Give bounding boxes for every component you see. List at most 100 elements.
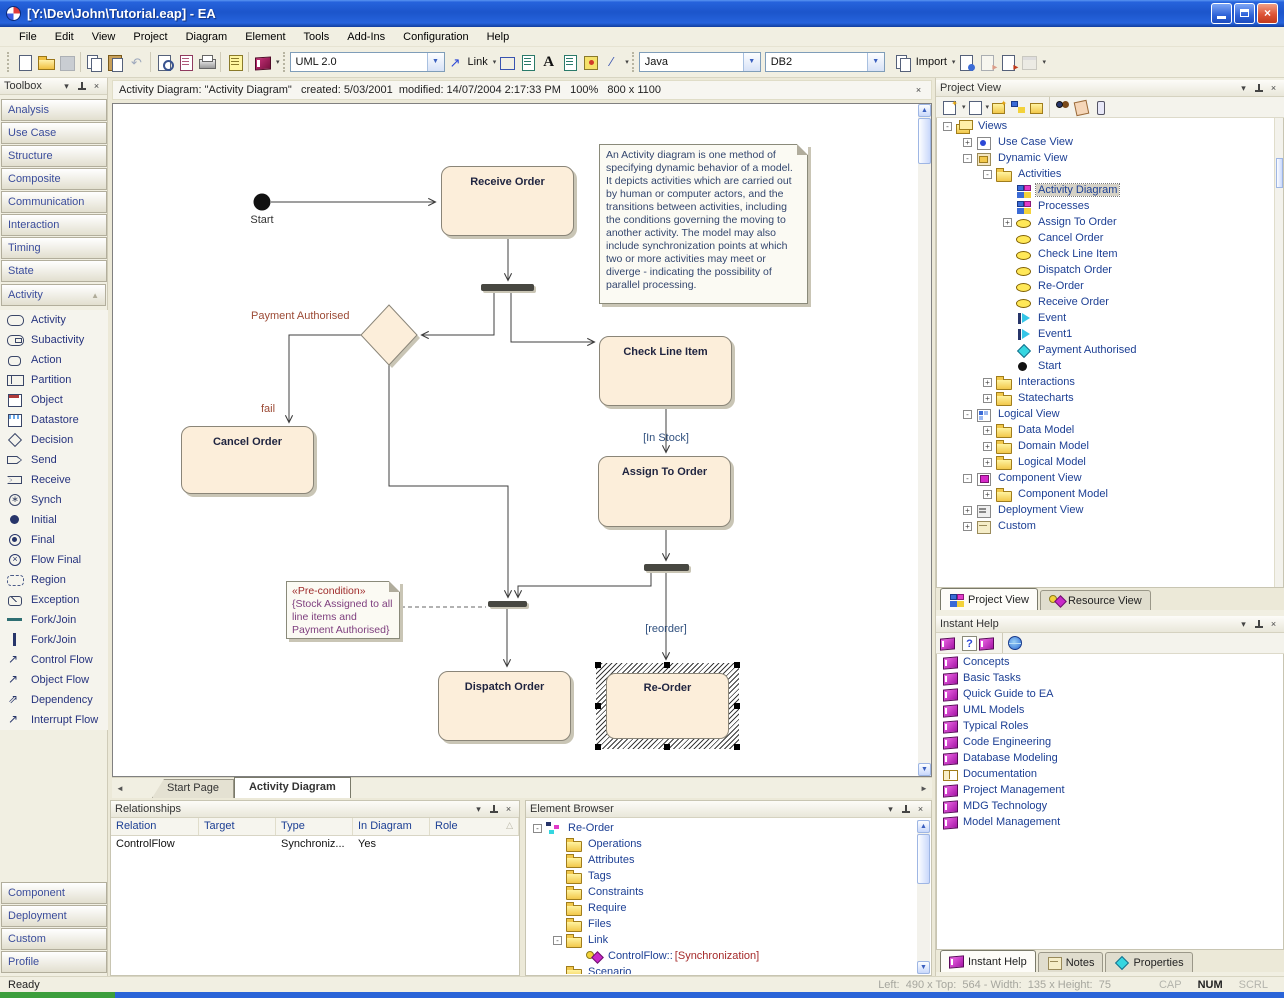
- table-row[interactable]: ControlFlow Synchroniz... Yes: [111, 836, 519, 854]
- column-header[interactable]: In Diagram: [353, 818, 430, 835]
- toolbox-item[interactable]: Fork/Join: [0, 630, 108, 650]
- activity-node-cancel-order[interactable]: Cancel Order: [181, 426, 314, 494]
- decision-node[interactable]: [361, 305, 417, 365]
- resize-handle[interactable]: [595, 744, 601, 750]
- tab-activity-diagram[interactable]: Activity Diagram: [234, 777, 351, 798]
- join-bar[interactable]: [488, 601, 527, 607]
- toolbox-item[interactable]: Send: [0, 450, 108, 470]
- project-tree-item[interactable]: Domain Model: [937, 438, 1283, 454]
- link-dropdown[interactable]: Link: [468, 56, 488, 68]
- toolbox-item[interactable]: Datastore: [0, 410, 108, 430]
- diagram-vscrollbar[interactable]: ▲ ▼: [918, 104, 931, 776]
- scroll-up-icon[interactable]: ▲: [91, 291, 99, 300]
- scrollbar-thumb[interactable]: [918, 118, 931, 164]
- reverse-engineer-icon[interactable]: [998, 54, 1017, 71]
- toolbox-close-icon[interactable]: ×: [90, 80, 103, 93]
- toolbox-item[interactable]: Exception: [0, 590, 108, 610]
- project-tree-item[interactable]: Receive Order: [937, 294, 1283, 310]
- tab-instant-help[interactable]: Instant Help: [940, 950, 1036, 972]
- project-tree-item[interactable]: Check Line Item: [937, 246, 1283, 262]
- project-tree-item[interactable]: Event: [937, 310, 1283, 326]
- element-browser-tree-item[interactable]: Link: [527, 932, 916, 948]
- toolbox-item[interactable]: Final: [0, 530, 108, 550]
- project-tree-item[interactable]: Use Case View: [937, 134, 1283, 150]
- help-topic-item[interactable]: Typical Roles: [937, 718, 1283, 734]
- help-topic-item[interactable]: Quick Guide to EA: [937, 686, 1283, 702]
- project-tree-item[interactable]: Deployment View: [937, 502, 1283, 518]
- help-topic-item[interactable]: MDG Technology: [937, 798, 1283, 814]
- toolbox-item[interactable]: Decision: [0, 430, 108, 450]
- relationships-menu-icon[interactable]: ▾: [472, 803, 485, 816]
- dropdown-caret-icon[interactable]: ▾: [986, 103, 990, 111]
- element-browser-menu-icon[interactable]: ▾: [884, 803, 897, 816]
- copy-icon[interactable]: [85, 54, 104, 71]
- menu-item[interactable]: View: [83, 29, 125, 45]
- diagram-close-icon[interactable]: ×: [912, 84, 925, 97]
- element-browser-close-icon[interactable]: ×: [914, 803, 927, 816]
- combo-dropdown-icon[interactable]: ▼: [743, 53, 760, 71]
- expand-toggle[interactable]: [553, 936, 562, 945]
- project-tree-item[interactable]: Activity Diagram: [937, 182, 1283, 198]
- menu-item[interactable]: Help: [478, 29, 519, 45]
- flow-fork-to-decision[interactable]: [422, 291, 494, 335]
- import-dropdown-caret-icon[interactable]: ▾: [952, 58, 956, 66]
- rectangle-tool-icon[interactable]: [497, 54, 516, 71]
- import-dropdown[interactable]: Import: [916, 56, 947, 68]
- expand-toggle[interactable]: [963, 506, 972, 515]
- toolbox-item[interactable]: Interrupt Flow: [0, 710, 108, 730]
- generate-code-icon[interactable]: [956, 54, 975, 71]
- scrollbar-thumb[interactable]: [917, 834, 930, 884]
- new-package-icon[interactable]: ✦: [990, 100, 1007, 115]
- batch-copy-icon[interactable]: [894, 54, 913, 71]
- help-question-icon[interactable]: ?: [962, 636, 977, 651]
- toolbox-item[interactable]: Synch: [0, 490, 108, 510]
- element-browser-tree-item[interactable]: Re-Order: [527, 820, 916, 836]
- menu-item[interactable]: Add-Ins: [338, 29, 394, 45]
- tab-project-view[interactable]: Project View: [940, 588, 1038, 610]
- new-element-icon[interactable]: [1028, 100, 1045, 115]
- element-browser-tree-item[interactable]: Constraints: [527, 884, 916, 900]
- new-file-icon[interactable]: [15, 54, 34, 71]
- toolbox-item[interactable]: Region: [0, 570, 108, 590]
- project-tree-item[interactable]: Assign To Order: [937, 214, 1283, 230]
- diagram-canvas[interactable]: Receive Order Cancel Order Check Line It…: [112, 103, 932, 777]
- copy-package-icon[interactable]: [967, 100, 982, 115]
- help-topic-item[interactable]: UML Models: [937, 702, 1283, 718]
- column-header[interactable]: Target: [199, 818, 276, 835]
- text-tool-icon[interactable]: A: [539, 54, 558, 71]
- expand-toggle[interactable]: [1003, 218, 1012, 227]
- toolbox-group-button[interactable]: State: [1, 260, 107, 282]
- activity-node-dispatch-order[interactable]: Dispatch Order: [438, 671, 571, 741]
- code-language-combo[interactable]: Java▼: [639, 52, 761, 72]
- toolbox-group-button[interactable]: Use Case: [1, 122, 107, 144]
- search-help-icon[interactable]: [979, 637, 995, 650]
- project-view-pin-icon[interactable]: [1252, 82, 1265, 95]
- fork-bar-top[interactable]: [481, 284, 534, 291]
- tab-scroll-right-icon[interactable]: ►: [916, 781, 932, 798]
- toolbox-item[interactable]: Object: [0, 390, 108, 410]
- element-browser-tree-item[interactable]: Files: [527, 916, 916, 932]
- column-header[interactable]: Relation: [111, 818, 199, 835]
- description-note[interactable]: An Activity diagram is one method of spe…: [599, 144, 808, 304]
- quicklink-arrow-icon[interactable]: ↗: [446, 54, 465, 71]
- flow-decision-to-join[interactable]: [389, 365, 508, 597]
- expand-toggle[interactable]: [983, 490, 992, 499]
- toolbox-group-button[interactable]: Composite: [1, 168, 107, 190]
- paste-icon[interactable]: [106, 54, 125, 71]
- menu-item[interactable]: Configuration: [394, 29, 477, 45]
- element-browser-pin-icon[interactable]: [899, 803, 912, 816]
- column-header[interactable]: Type: [276, 818, 353, 835]
- initial-node[interactable]: [254, 194, 271, 211]
- help-topic-item[interactable]: Concepts: [937, 654, 1283, 670]
- toolbox-group-button[interactable]: Interaction: [1, 214, 107, 236]
- new-diagram-ic[interactable]: [1009, 100, 1026, 115]
- flashlight-icon[interactable]: [1092, 100, 1109, 115]
- project-tree-item[interactable]: Processes: [937, 198, 1283, 214]
- fork-bar-middle[interactable]: [644, 564, 689, 571]
- flow-fork2-to-join[interactable]: [518, 571, 651, 597]
- activity-node-assign-to-order[interactable]: Assign To Order: [598, 456, 731, 527]
- expand-toggle[interactable]: [983, 426, 992, 435]
- code-editor-icon[interactable]: [1019, 54, 1038, 71]
- expand-toggle[interactable]: [943, 122, 952, 131]
- project-view-close-icon[interactable]: ×: [1267, 82, 1280, 95]
